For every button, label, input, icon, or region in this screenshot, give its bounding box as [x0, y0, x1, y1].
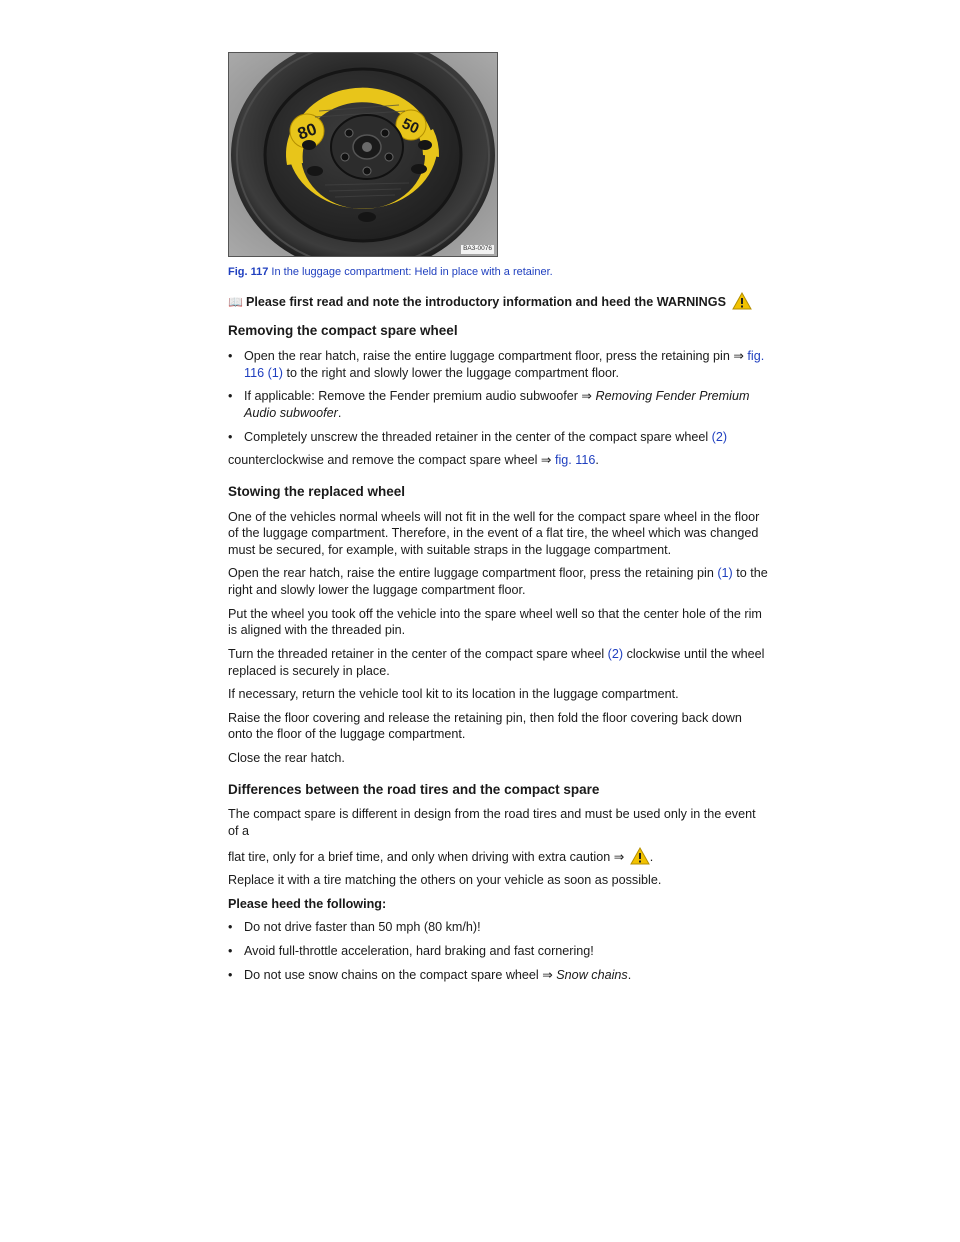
paragraph-text: Turn the threaded retainer in the center… — [228, 646, 605, 661]
warning-icon[interactable] — [629, 846, 650, 865]
paragraph-text: clockwise until the wheel replaced is se… — [228, 646, 765, 678]
paragraph-text: Open the rear hatch, raise the entire lu… — [228, 566, 714, 581]
intro-notice: 📖Please first read and note the introduc… — [228, 291, 768, 311]
list-item-text: . — [337, 405, 342, 420]
book-icon: 📖 — [228, 294, 243, 309]
list-item-text: to the right and slowly lower the luggag… — [286, 365, 620, 380]
paragraph: Open the rear hatch, raise the entire lu… — [228, 565, 768, 598]
paragraph: flat tire, only for a brief time, and on… — [228, 846, 768, 866]
list-item-text: If applicable: Remove the Fender premium… — [244, 389, 592, 404]
fig-116-link[interactable]: fig. 116 — [554, 453, 596, 468]
section-heading-removing: Removing the compact spare wheel — [228, 323, 458, 339]
paragraph: Close the rear hatch. — [228, 750, 345, 765]
paragraph-text: . — [649, 849, 654, 864]
spare-wheel-figure: 80 50 BA3-0076 — [228, 52, 498, 257]
figure-number: Fig. 117 — [228, 266, 269, 278]
list-item-text: Completely unscrew the threaded retainer… — [244, 429, 709, 444]
list-item: Do not drive faster than 50 mph (80 km/h… — [228, 919, 768, 936]
paragraph: If necessary, return the vehicle tool ki… — [228, 687, 679, 702]
callout-ref-1[interactable]: (1) — [717, 566, 733, 581]
callout-ref-2[interactable]: (2) — [607, 646, 624, 661]
list-item-text: Open the rear hatch, raise the entire lu… — [244, 349, 744, 364]
list-item: Completely unscrew the threaded retainer… — [228, 429, 768, 446]
paragraph-heading: Please heed the following: — [228, 896, 387, 911]
paragraph: Raise the floor covering and release the… — [228, 710, 742, 742]
fig-116-link[interactable]: fig. 116 — [244, 349, 765, 380]
paragraph: Turn the threaded retainer in the center… — [228, 646, 768, 679]
paragraph: counterclockwise and remove the compact … — [228, 452, 768, 469]
spare-wheel-illustration: 80 50 — [229, 53, 497, 256]
section-heading-stowing: Stowing the replaced wheel — [228, 483, 406, 499]
callout-ref-1[interactable]: (1) — [267, 365, 283, 380]
list-item: Avoid full-throttle acceleration, hard b… — [228, 943, 768, 960]
paragraph: The compact spare is different in design… — [228, 807, 756, 838]
list-item-text: . — [627, 967, 632, 982]
warning-icon[interactable] — [732, 291, 752, 310]
callout-ref-2[interactable]: (2) — [711, 429, 728, 444]
paragraph: Replace it with a tire matching the othe… — [228, 873, 662, 888]
paragraph-text: to the right and slowly lower the luggag… — [228, 566, 768, 598]
paragraph: One of the vehicles normal wheels will n… — [228, 509, 760, 557]
paragraph-text: . — [595, 453, 599, 468]
figure-caption-text: In the luggage compartment: Held in plac… — [271, 266, 553, 278]
figure-code: BA3-0076 — [461, 245, 494, 254]
snow-chains-link[interactable]: Snow chains — [556, 967, 628, 982]
paragraph-text: flat tire, only for a brief time, and on… — [228, 849, 625, 864]
list-item: If applicable: Remove the Fender premium… — [228, 388, 768, 421]
paragraph-text: counterclockwise and remove the compact … — [228, 453, 552, 468]
fender-subwoofer-link[interactable]: Removing Fender Premium Audio subwoofer — [244, 389, 750, 420]
paragraph: Put the wheel you took off the vehicle i… — [228, 606, 762, 638]
list-item-text: Do not use snow chains on the compact sp… — [244, 967, 553, 982]
section-heading-differences: Differences between the road tires and t… — [228, 781, 600, 797]
speed-label-50: 50 — [399, 115, 421, 137]
list-item: Open the rear hatch, raise the entire lu… — [228, 348, 768, 381]
list-item: Do not use snow chains on the compact sp… — [228, 967, 768, 984]
figure-caption: Fig. 117 In the luggage compartment: Hel… — [228, 265, 768, 280]
intro-text: Please first read and note the introduct… — [245, 294, 726, 309]
manual-page: 80 50 BA3-0076 Fig. 117 In the luggage c… — [228, 52, 768, 990]
